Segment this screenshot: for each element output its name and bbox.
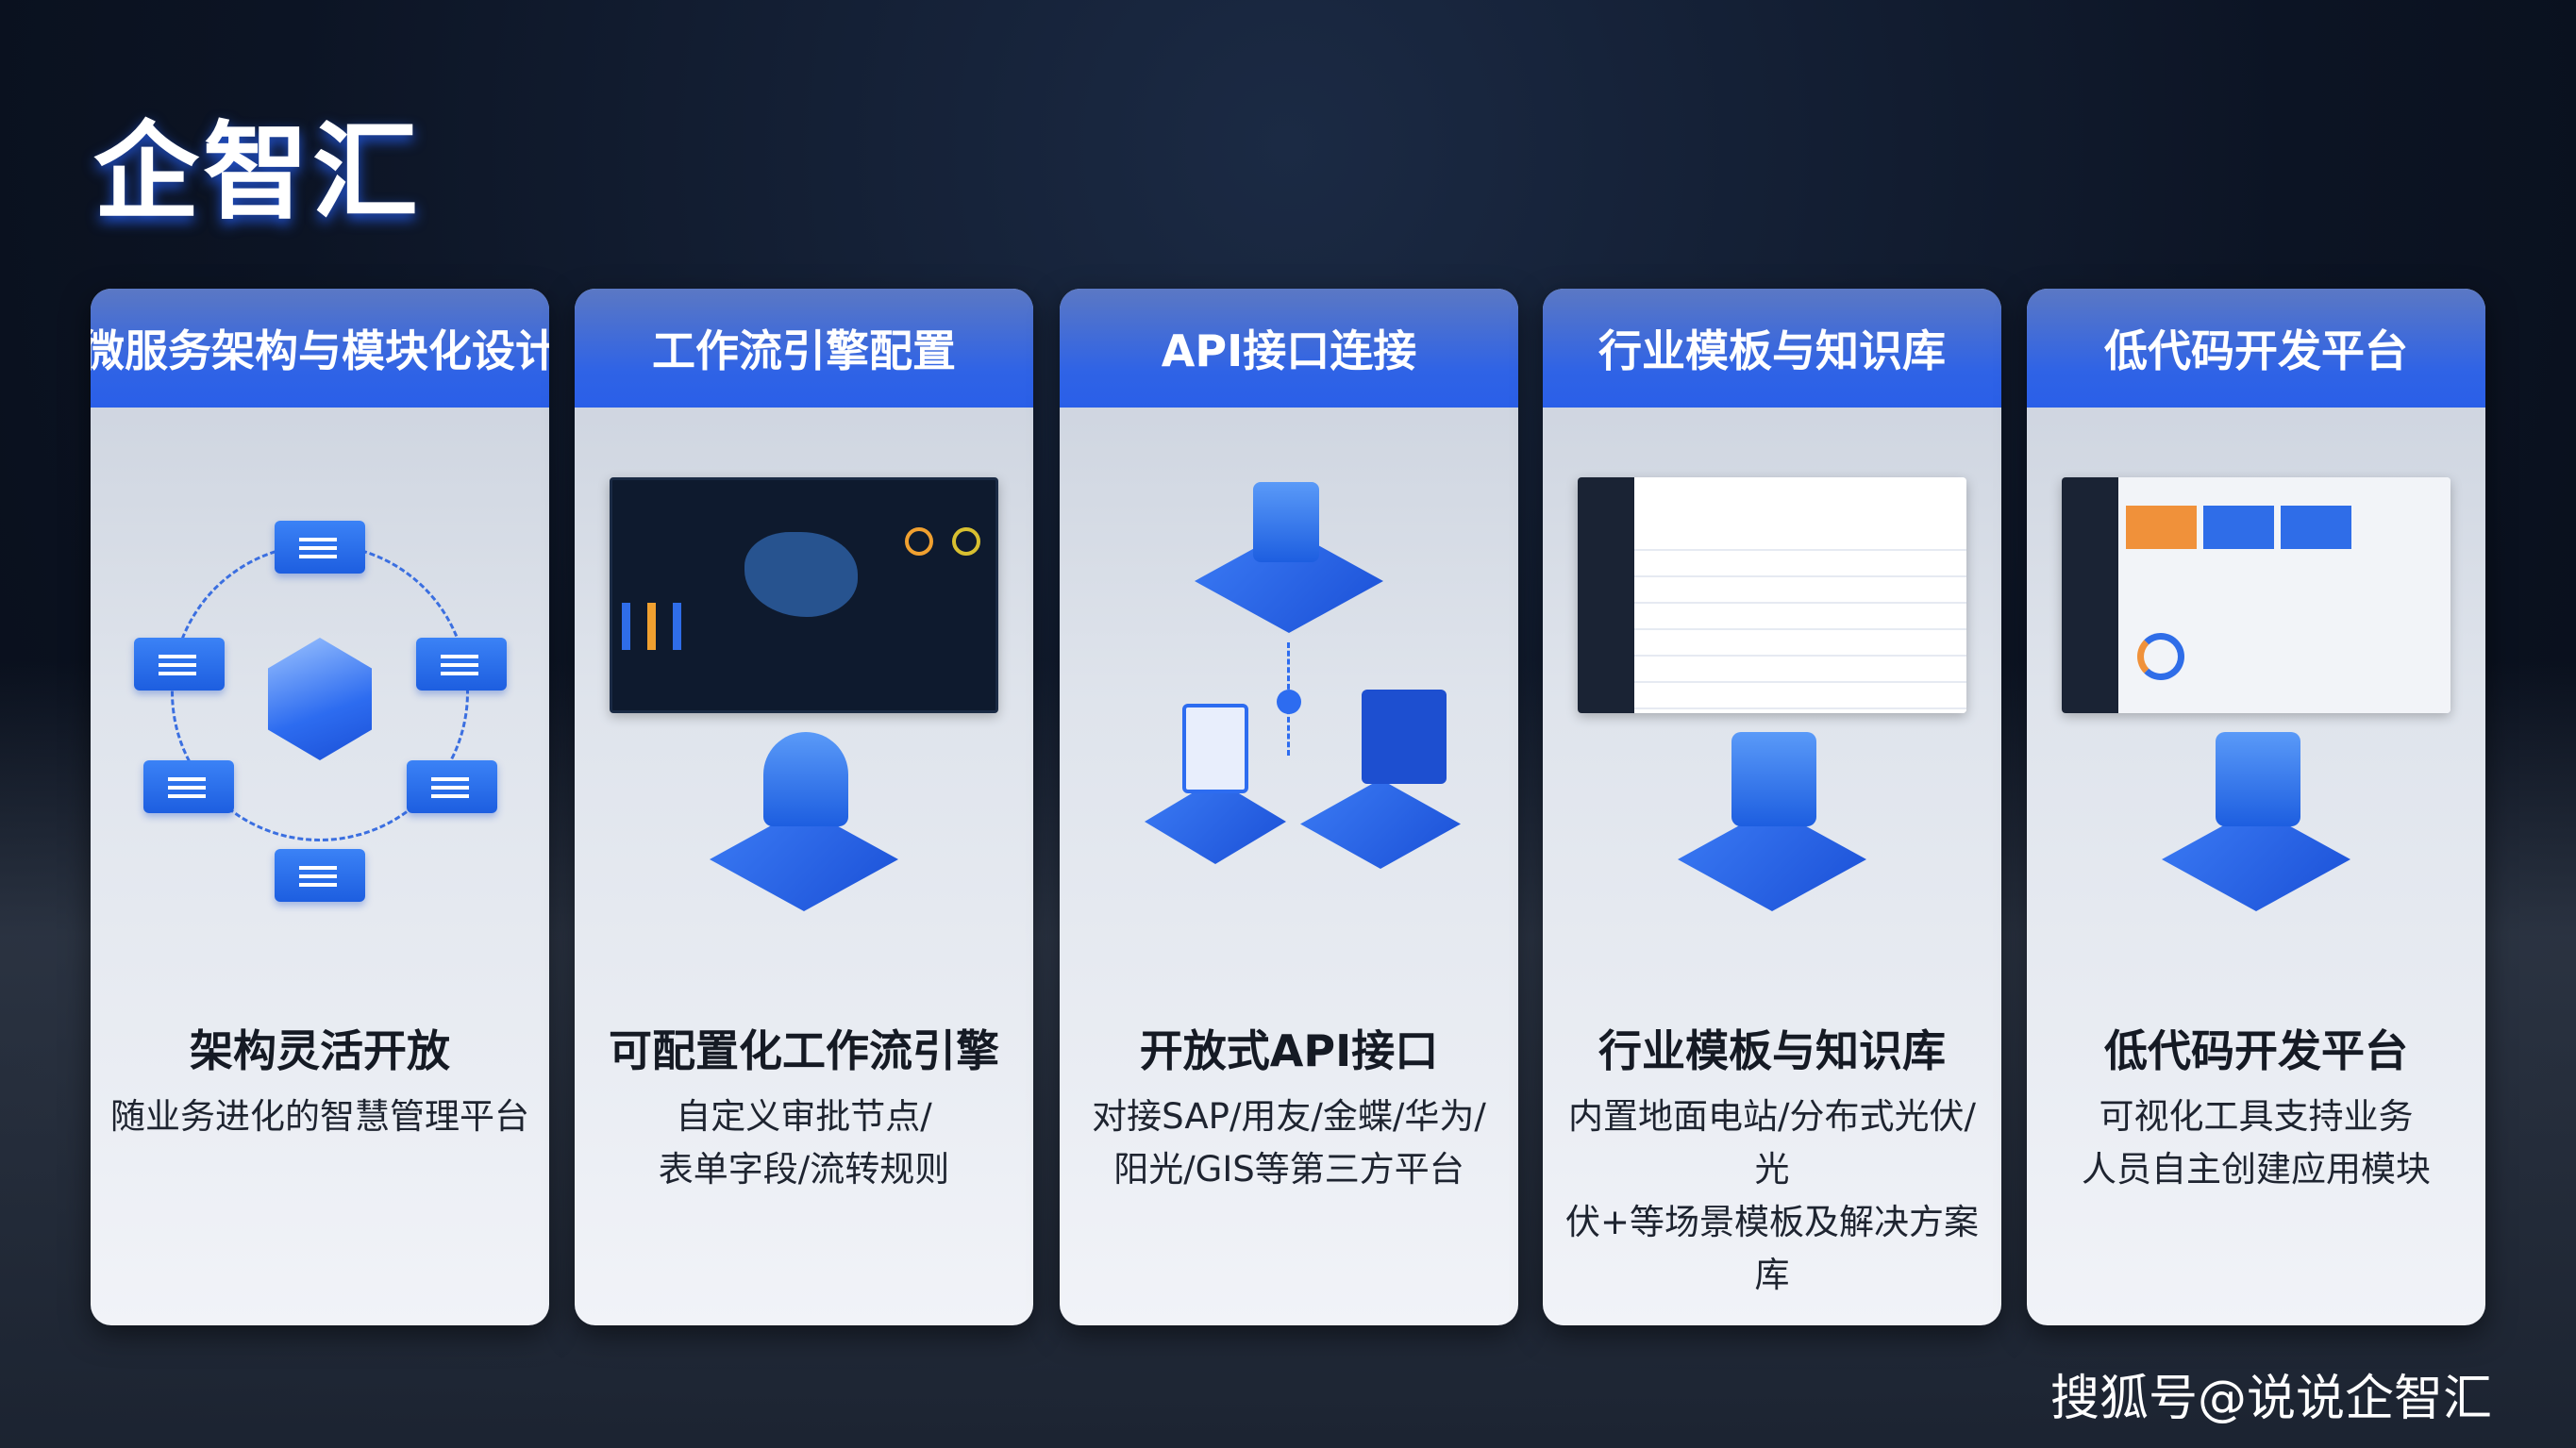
card-api: API接口连接 开放式API接口 对接SAP/用友/金蝶/华为/阳光/GIS等第… [1060, 289, 1518, 1325]
card-subtitle: 开放式API接口 [1139, 1025, 1439, 1076]
card-description: 对接SAP/用友/金蝶/华为/阳光/GIS等第三方平台 [1069, 1090, 1509, 1196]
lowcode-dashboard-screenshot [2062, 477, 2451, 713]
lowcode-builder-icon [2216, 732, 2300, 826]
card-subtitle: 可配置化工作流引擎 [609, 1025, 999, 1076]
knowledge-base-icon [1731, 732, 1816, 826]
card-subtitle: 行业模板与知识库 [1598, 1025, 1946, 1076]
card-header: 行业模板与知识库 [1543, 289, 2001, 408]
desc-line: 可视化工具支持业务 [2099, 1096, 2414, 1137]
card-subtitle: 架构灵活开放 [190, 1025, 450, 1076]
card-header: API接口连接 [1060, 289, 1518, 408]
card-workflow: 工作流引擎配置 可配置化工作流引擎 自定义审批节点/表单字段/流转规则 [575, 289, 1033, 1325]
server-icon [1362, 690, 1447, 784]
desc-line: 内置地面电站/分布式光伏/光 [1568, 1096, 1976, 1190]
dashboard-screenshot [610, 477, 998, 713]
page-title: 企智汇 [93, 111, 422, 234]
card-templates: 行业模板与知识库 行业模板与知识库 内置地面电站/分布式光伏/光伏+等场景模板及… [1543, 289, 2001, 1325]
card-header: 低代码开发平台 [2027, 289, 2485, 408]
cloud-icon [763, 732, 848, 826]
desc-line: 人员自主创建应用模块 [2082, 1149, 2431, 1190]
watermark: 搜狐号@说说企智汇 [2050, 1371, 2493, 1427]
desc-line: 表单字段/流转规则 [658, 1149, 950, 1190]
card-description: 可视化工具支持业务人员自主创建应用模块 [2036, 1090, 2476, 1196]
desc-line: 阳光/GIS等第三方平台 [1113, 1149, 1464, 1190]
desc-line: 随业务进化的智慧管理平台 [110, 1096, 529, 1137]
table-screenshot [1578, 477, 1966, 713]
desc-line: 伏+等场景模板及解决方案库 [1564, 1202, 1979, 1295]
card-microservices: 微服务架构与模块化设计 架构灵活开放 随业务进化的智慧管理平台 [91, 289, 549, 1325]
document-icon [1182, 704, 1248, 793]
lowcode-illustration [2027, 449, 2485, 1223]
card-header: 微服务架构与模块化设计 [91, 289, 549, 408]
card-subtitle: 低代码开发平台 [2104, 1025, 2408, 1076]
desc-line: 自定义审批节点/ [676, 1096, 932, 1137]
card-description: 自定义审批节点/表单字段/流转规则 [584, 1090, 1024, 1196]
microservice-diagram-icon [91, 449, 549, 1223]
cloud-file-icon [1253, 482, 1319, 562]
workflow-illustration [575, 449, 1033, 1223]
card-description: 随业务进化的智慧管理平台 [100, 1090, 540, 1143]
desc-line: 对接SAP/用友/金蝶/华为/ [1092, 1096, 1486, 1137]
templates-illustration [1543, 449, 2001, 1223]
card-header: 工作流引擎配置 [575, 289, 1033, 408]
api-connection-icon [1060, 449, 1518, 1223]
card-lowcode: 低代码开发平台 低代码开发平台 可视化工具支持业务人员自主创建应用模块 [2027, 289, 2485, 1325]
card-description: 内置地面电站/分布式光伏/光伏+等场景模板及解决方案库 [1552, 1090, 1992, 1302]
